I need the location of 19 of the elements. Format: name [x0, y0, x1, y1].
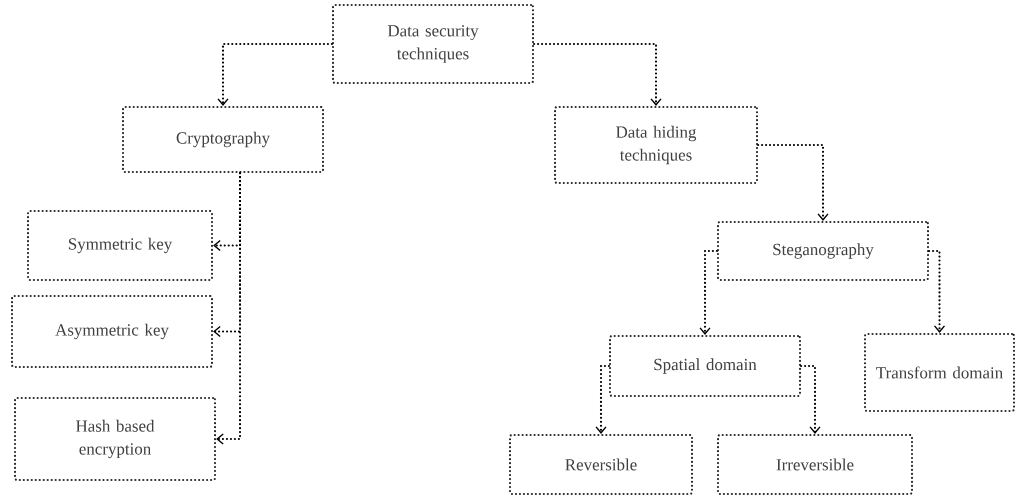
process-box: Data security techniques: [331, 3, 535, 85]
arrow: [757, 143, 829, 221]
arrow: [800, 364, 821, 434]
process-box: Data hiding techniques: [553, 105, 759, 185]
process-box: Reversible: [508, 433, 694, 496]
arrow: [595, 364, 610, 434]
process-box: Transform domain: [863, 332, 1016, 413]
arrow: [699, 249, 718, 335]
arrow: [928, 249, 946, 333]
arrow: [533, 42, 662, 106]
arrow: [217, 42, 333, 106]
process-box: Asymmetric key: [10, 294, 214, 369]
process-box: Hash based encryption: [13, 396, 217, 482]
process-box: Spatial domain: [608, 334, 802, 398]
process-box: Cryptography: [121, 105, 325, 174]
process-box: Irreversible: [716, 433, 914, 496]
process-box: Symmetric key: [26, 209, 214, 282]
process-box: Steganography: [716, 220, 930, 282]
arrow: [216, 172, 242, 445]
